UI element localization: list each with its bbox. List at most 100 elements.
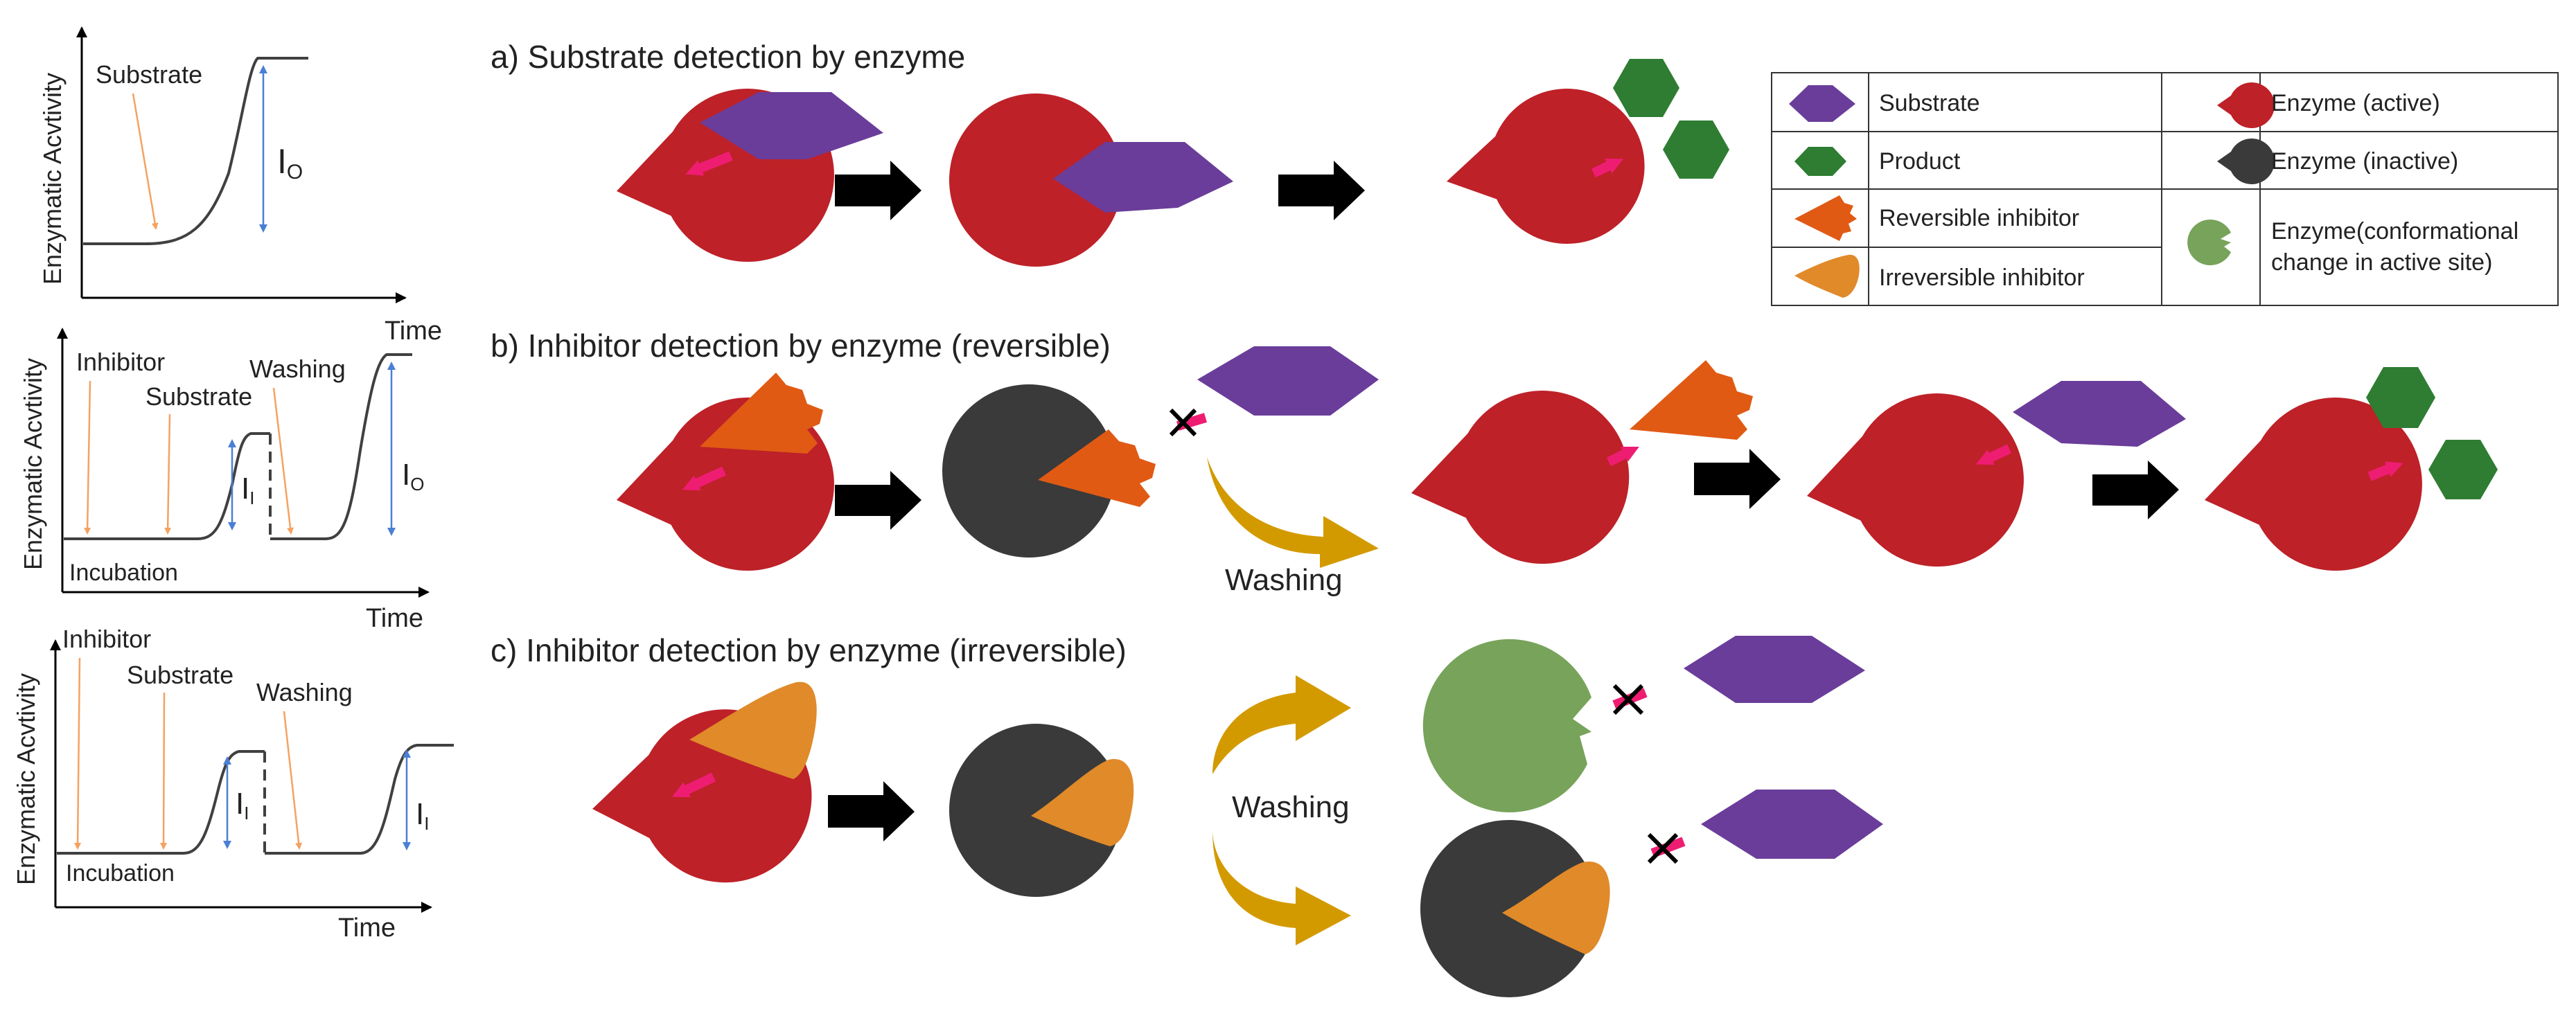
pointer-arrow — [2367, 461, 2403, 481]
row-c: Washing — [592, 636, 1883, 997]
pointer-arrow — [671, 772, 716, 798]
washing-arrow — [1212, 675, 1351, 774]
row-b: Washing — [617, 346, 2498, 597]
irreversible-inhibitor-icon — [689, 681, 817, 779]
legend-conformational-1: Enzyme(conformational — [2271, 218, 2518, 244]
graph-b-io-label: IO — [402, 458, 424, 494]
graph-c-washing-label: Washing — [256, 678, 353, 706]
graph-c-incubation-label: Incubation — [66, 860, 175, 886]
process-arrow — [828, 781, 915, 841]
washing-arrow — [1207, 457, 1379, 568]
graph-b-curve-2 — [270, 353, 412, 540]
graph-c-ii-label: II — [236, 787, 249, 823]
graph-b-ylabel: Enzymatic Acvtivity — [19, 358, 47, 570]
enzyme-icon — [1420, 820, 1598, 997]
legend-irreversible: Irreversible inhibitor — [1879, 265, 2085, 291]
graph-a-xlabel: Time — [385, 317, 442, 346]
enzyme-icon — [2205, 398, 2422, 571]
process-arrow — [835, 161, 921, 220]
irreversible-inhibitor-icon — [1794, 254, 1860, 298]
pointer-arrow — [1606, 447, 1639, 467]
graph-c-inhibitor-label: Inhibitor — [62, 625, 151, 653]
substrate-icon — [1701, 790, 1883, 859]
reversible-inhibitor-icon — [700, 373, 823, 454]
graph-b-xlabel: Time — [366, 604, 423, 633]
graph-b-inhibitor-label: Inhibitor — [76, 348, 165, 376]
graph-c: Enzymatic Acvtivity Time Inhibitor Subst… — [12, 625, 454, 943]
graph-b-substrate-label: Substrate — [145, 382, 252, 411]
graph-b-inhibitor-arrow — [84, 380, 91, 535]
graph-c-ii2-label: II — [416, 797, 429, 834]
process-arrow — [1278, 161, 1365, 220]
enzyme-icon — [2217, 82, 2275, 128]
substrate-icon — [1789, 85, 1855, 122]
enzyme-icon — [949, 724, 1122, 897]
pointer-arrow — [1591, 158, 1624, 178]
graph-c-xlabel: Time — [338, 913, 396, 943]
process-arrow — [2092, 461, 2179, 519]
legend-active: Enzyme (active) — [2271, 90, 2440, 116]
reversible-inhibitor-icon — [1038, 429, 1156, 507]
graph-a-curve — [83, 57, 308, 245]
substrate-icon — [700, 92, 883, 159]
panel-b-washing-label: Washing — [1225, 563, 1343, 597]
pointer-arrow — [685, 151, 733, 176]
substrate-icon — [2013, 381, 2186, 447]
graph-a-ylabel: Enzymatic Acvtivity — [38, 73, 67, 285]
panel-c-washing-label: Washing — [1232, 790, 1350, 824]
panel-c-title: c) Inhibitor detection by enzyme (irreve… — [491, 632, 1127, 668]
graph-b-incubation-label: Incubation — [69, 560, 178, 586]
graph-c-washing-arrow — [283, 711, 303, 850]
washing-arrow — [1212, 831, 1351, 945]
legend-substrate: Substrate — [1879, 90, 1980, 116]
enzyme-icon — [949, 93, 1122, 267]
row-a — [617, 59, 1729, 267]
block-x-icon — [1169, 408, 1197, 437]
graph-a-substrate-label: Substrate — [96, 60, 202, 89]
graph-a: Enzymatic Acvtivity Time Substrate IO — [38, 26, 442, 346]
graph-b: Enzymatic Acvtivity Time Inhibitor Subst… — [19, 328, 430, 633]
process-arrow — [1694, 449, 1781, 509]
graph-b-washing-label: Washing — [249, 355, 346, 383]
legend-inactive: Enzyme (inactive) — [2271, 148, 2458, 175]
enzyme-icon — [1807, 393, 2024, 567]
graph-a-io-label: IO — [277, 142, 303, 184]
graph-b-washing-arrow — [272, 387, 294, 535]
product-icon — [1613, 59, 1679, 117]
legend-reversible: Reversible inhibitor — [1879, 205, 2079, 231]
graph-a-substrate-arrow — [132, 93, 159, 230]
enzyme-icon — [1411, 391, 1630, 564]
reversible-inhibitor-icon — [1630, 360, 1753, 440]
graph-b-substrate-arrow — [164, 413, 172, 535]
graph-c-substrate-label: Substrate — [127, 661, 233, 689]
graph-b-ii-label: II — [241, 472, 254, 508]
enzyme-icon — [942, 384, 1115, 558]
pointer-arrow — [682, 466, 726, 491]
substrate-icon — [1053, 142, 1233, 213]
legend: Substrate Product Reversible inhibitor I… — [1771, 72, 2559, 306]
block-x-icon — [1612, 684, 1644, 715]
reversible-inhibitor-icon — [1794, 195, 1857, 241]
enzyme-icon — [1422, 639, 1591, 812]
enzyme-icon — [2187, 219, 2231, 265]
product-icon — [1663, 121, 1729, 179]
product-icon — [2366, 367, 2435, 428]
irreversible-inhibitor-icon — [1502, 862, 1610, 954]
block-x-icon — [1647, 832, 1679, 864]
irreversible-inhibitor-icon — [1031, 758, 1134, 846]
graph-c-inhibitor-arrow — [74, 657, 82, 850]
enzyme-icon — [2217, 139, 2275, 184]
panel-a-title: a) Substrate detection by enzyme — [491, 39, 965, 75]
graph-c-ylabel: Enzymatic Acvtivity — [12, 673, 40, 885]
substrate-icon — [1197, 346, 1379, 416]
product-icon — [2428, 440, 2498, 499]
pointer-arrow — [1975, 444, 2011, 465]
legend-product: Product — [1879, 148, 1961, 175]
legend-conformational-2: change in active site) — [2271, 249, 2492, 276]
enzyme-icon — [1447, 89, 1645, 244]
process-arrow — [835, 471, 921, 530]
graph-c-curve-2 — [265, 744, 454, 855]
product-icon — [1794, 147, 1846, 176]
substrate-icon — [1684, 636, 1865, 703]
